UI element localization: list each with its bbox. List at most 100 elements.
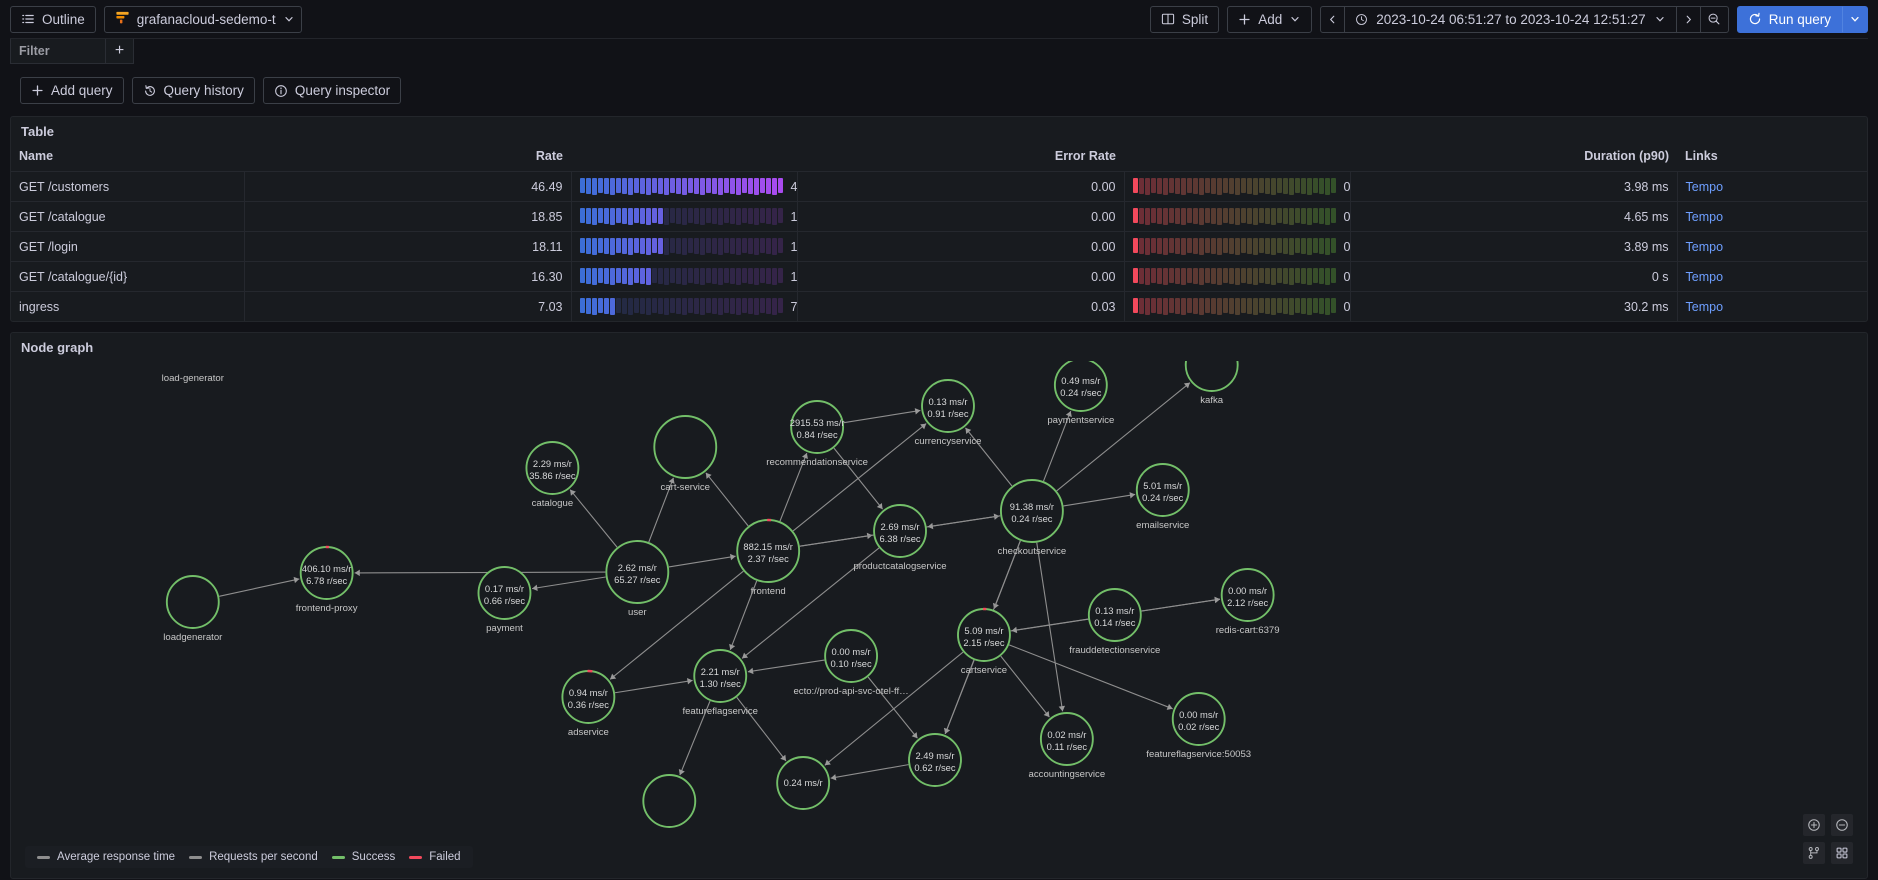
graph-node[interactable]: 0.00 ms/r0.02 r/secfeatureflagservice:50… bbox=[1146, 692, 1251, 760]
column-header-name[interactable]: Name bbox=[19, 149, 54, 163]
cell-links[interactable]: Tempo bbox=[1677, 261, 1867, 292]
time-shift-back-button[interactable] bbox=[1321, 6, 1346, 32]
add-button[interactable]: Add bbox=[1227, 5, 1313, 33]
tempo-link[interactable]: Tempo bbox=[1685, 239, 1724, 254]
zoom-in-icon[interactable] bbox=[1803, 814, 1825, 836]
graph-edge[interactable] bbox=[741, 547, 880, 659]
split-button[interactable]: Split bbox=[1149, 5, 1220, 33]
graph-edge[interactable] bbox=[779, 452, 808, 522]
graph-node[interactable]: loadgenerator bbox=[163, 575, 223, 643]
graph-edge[interactable] bbox=[747, 659, 825, 675]
query-inspector-button[interactable]: Query inspector bbox=[262, 77, 402, 104]
graph-edge[interactable] bbox=[965, 427, 1013, 487]
graph-edge[interactable] bbox=[1008, 644, 1173, 710]
graph-node[interactable] bbox=[642, 774, 697, 828]
graph-edge[interactable] bbox=[792, 423, 927, 532]
run-query-options-button[interactable] bbox=[1842, 5, 1868, 33]
add-filter-button[interactable]: + bbox=[106, 39, 134, 64]
graph-edge[interactable] bbox=[1063, 492, 1136, 507]
zoom-out-time-button[interactable] bbox=[1699, 6, 1728, 32]
graph-edge[interactable] bbox=[668, 553, 736, 568]
graph-edge[interactable] bbox=[532, 576, 606, 592]
add-query-button[interactable]: Add query bbox=[20, 77, 124, 104]
legend-item[interactable]: Average response time bbox=[37, 851, 175, 863]
graph-edge[interactable] bbox=[1056, 382, 1191, 492]
column-header-duration[interactable]: Duration (p90) bbox=[1584, 149, 1669, 163]
datasource-picker[interactable]: grafanacloud-sedemo-t bbox=[103, 5, 302, 33]
graph-edge[interactable] bbox=[1011, 618, 1089, 634]
graph-node[interactable]: cart-service bbox=[653, 415, 718, 493]
layout-grid-icon[interactable] bbox=[1831, 842, 1853, 864]
legend-item[interactable]: Failed bbox=[409, 851, 461, 863]
filter-input[interactable]: Filter bbox=[10, 39, 106, 64]
graph-edge[interactable] bbox=[1042, 410, 1072, 482]
cell-links[interactable]: Tempo bbox=[1677, 171, 1867, 202]
tempo-link[interactable]: Tempo bbox=[1685, 179, 1724, 194]
graph-edge[interactable] bbox=[927, 515, 1001, 530]
graph-edge[interactable] bbox=[678, 700, 711, 776]
graph-node[interactable]: 0.24 ms/r bbox=[776, 756, 831, 810]
graph-edge[interactable] bbox=[843, 408, 921, 424]
layout-graph-icon[interactable] bbox=[1803, 842, 1825, 864]
graph-edge[interactable] bbox=[1036, 542, 1066, 712]
table-row[interactable]: GET /catalogue/{id}16.3016.2970.000.0000… bbox=[11, 261, 1867, 292]
tempo-link[interactable]: Tempo bbox=[1685, 269, 1724, 284]
graph-node[interactable]: 0.00 ms/r0.10 r/sececto://prod-api-svc-o… bbox=[793, 629, 909, 697]
run-query-button[interactable]: Run query bbox=[1736, 5, 1842, 33]
cell-links[interactable]: Tempo bbox=[1677, 231, 1867, 262]
graph-edge[interactable] bbox=[833, 447, 884, 510]
graph-node[interactable]: 2.49 ms/r0.62 r/sec bbox=[908, 733, 962, 787]
cell-links[interactable]: Tempo bbox=[1677, 201, 1867, 232]
graph-node[interactable]: kafka bbox=[1184, 361, 1239, 406]
query-history-button[interactable]: Query history bbox=[131, 77, 255, 104]
column-header-rate[interactable]: Rate bbox=[535, 149, 563, 163]
graph-edge[interactable] bbox=[830, 764, 909, 781]
tempo-link[interactable]: Tempo bbox=[1685, 299, 1724, 314]
graph-edge[interactable] bbox=[219, 576, 300, 597]
graph-edge[interactable] bbox=[648, 477, 675, 543]
graph-edge[interactable] bbox=[705, 472, 749, 527]
graph-edge[interactable] bbox=[609, 570, 744, 680]
column-header-error-rate[interactable]: Error Rate bbox=[1054, 149, 1116, 163]
graph-node[interactable]: 2915.53 ms/r0.84 r/secrecommendationserv… bbox=[766, 400, 868, 468]
graph-edge[interactable] bbox=[354, 569, 606, 577]
outline-button[interactable]: Outline bbox=[10, 5, 96, 33]
time-shift-forward-button[interactable] bbox=[1675, 6, 1700, 32]
graph-edge[interactable] bbox=[867, 676, 918, 739]
graph-edge[interactable] bbox=[614, 678, 693, 694]
cell-links[interactable]: Tempo bbox=[1677, 291, 1867, 321]
graph-edge[interactable] bbox=[569, 489, 618, 548]
tempo-link[interactable]: Tempo bbox=[1685, 209, 1724, 224]
zoom-out-icon[interactable] bbox=[1831, 814, 1853, 836]
column-header-links[interactable]: Links bbox=[1685, 149, 1718, 163]
time-range-picker[interactable]: 2023-10-24 06:51:27 to 2023-10-24 12:51:… bbox=[1345, 7, 1675, 32]
graph-edge[interactable] bbox=[736, 696, 787, 762]
graph-edge[interactable] bbox=[1141, 596, 1221, 612]
graph-edge[interactable] bbox=[944, 659, 975, 735]
legend-item[interactable]: Success bbox=[331, 851, 395, 863]
graph-edge[interactable] bbox=[729, 580, 758, 651]
graph-edge[interactable] bbox=[1000, 655, 1050, 718]
